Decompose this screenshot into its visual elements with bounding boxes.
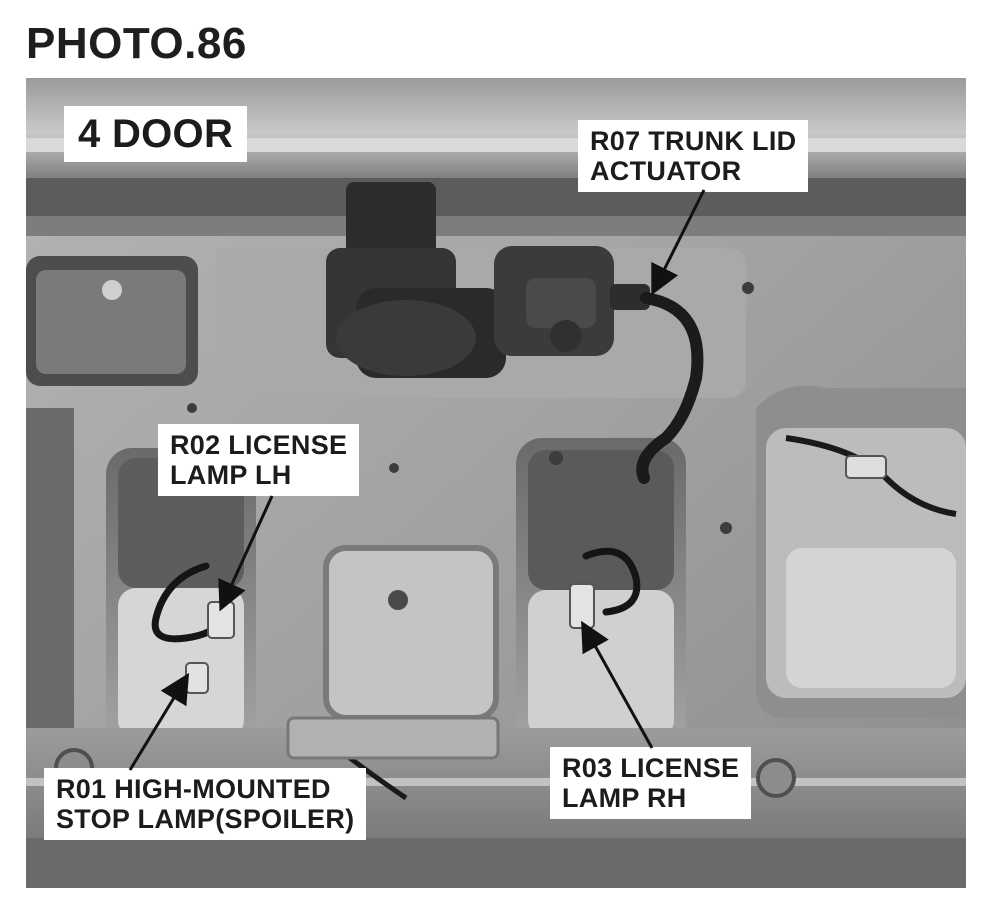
callout-r01-high-mounted-stop-lamp: R01 HIGH-MOUNTED STOP LAMP(SPOILER)	[44, 768, 367, 840]
callout-r01-line-1: R01 HIGH-MOUNTED	[56, 774, 331, 804]
trunk-lid-photo: 4 DOOR R07 TRUNK LID ACTUATOR R02 LICENS…	[26, 78, 966, 888]
callout-r07-trunk-lid-actuator: R07 TRUNK LID ACTUATOR	[578, 120, 809, 192]
callout-r07-line-2: ACTUATOR	[590, 156, 742, 186]
callout-r03-line-1: R03 LICENSE	[562, 753, 740, 783]
callout-r02-line-1: R02 LICENSE	[170, 430, 348, 460]
page-title: PHOTO.86	[26, 19, 247, 68]
trunk-lid-inner-panel-illustration	[26, 78, 966, 888]
callout-r03-license-lamp-rh: R03 LICENSE LAMP RH	[550, 747, 752, 819]
callout-r02-license-lamp-lh: R02 LICENSE LAMP LH	[158, 424, 360, 496]
callout-r01-line-2: STOP LAMP(SPOILER)	[56, 804, 355, 834]
callout-r07-line-1: R07 TRUNK LID	[590, 126, 797, 156]
variant-label: 4 DOOR	[64, 106, 248, 162]
callout-r03-line-2: LAMP RH	[562, 783, 687, 813]
callout-r02-line-2: LAMP LH	[170, 460, 292, 490]
